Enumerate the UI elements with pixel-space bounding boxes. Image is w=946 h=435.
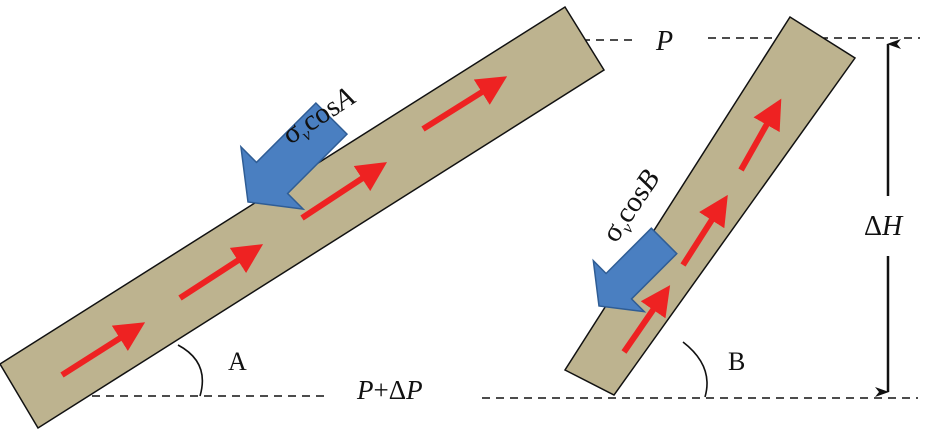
flow-arrow-icon xyxy=(621,285,671,354)
fracture-b xyxy=(563,15,857,396)
flow-arrow-icon xyxy=(300,162,388,221)
height-label-gap xyxy=(872,196,904,256)
flow-arrows-a xyxy=(60,76,508,378)
height-delta-label: ΔH xyxy=(864,211,904,242)
flow-arrow-icon xyxy=(421,76,508,132)
stress-arrow-a-icon xyxy=(239,101,349,211)
angle-arc-b xyxy=(682,341,708,398)
angle-a-label: A xyxy=(228,347,247,376)
flow-arrow-icon xyxy=(738,98,782,172)
angle-arc-a xyxy=(177,344,204,397)
pressure-bottom-label: P+ΔP xyxy=(356,375,423,405)
flow-arrow-icon xyxy=(178,244,264,301)
pressure-top-label: P xyxy=(655,26,673,57)
flow-arrow-icon xyxy=(60,322,146,378)
angle-b-label: B xyxy=(728,347,745,376)
flow-arrows-b xyxy=(621,98,782,354)
flow-arrow-icon xyxy=(680,194,728,267)
stress-arrow-b-icon xyxy=(592,227,678,313)
